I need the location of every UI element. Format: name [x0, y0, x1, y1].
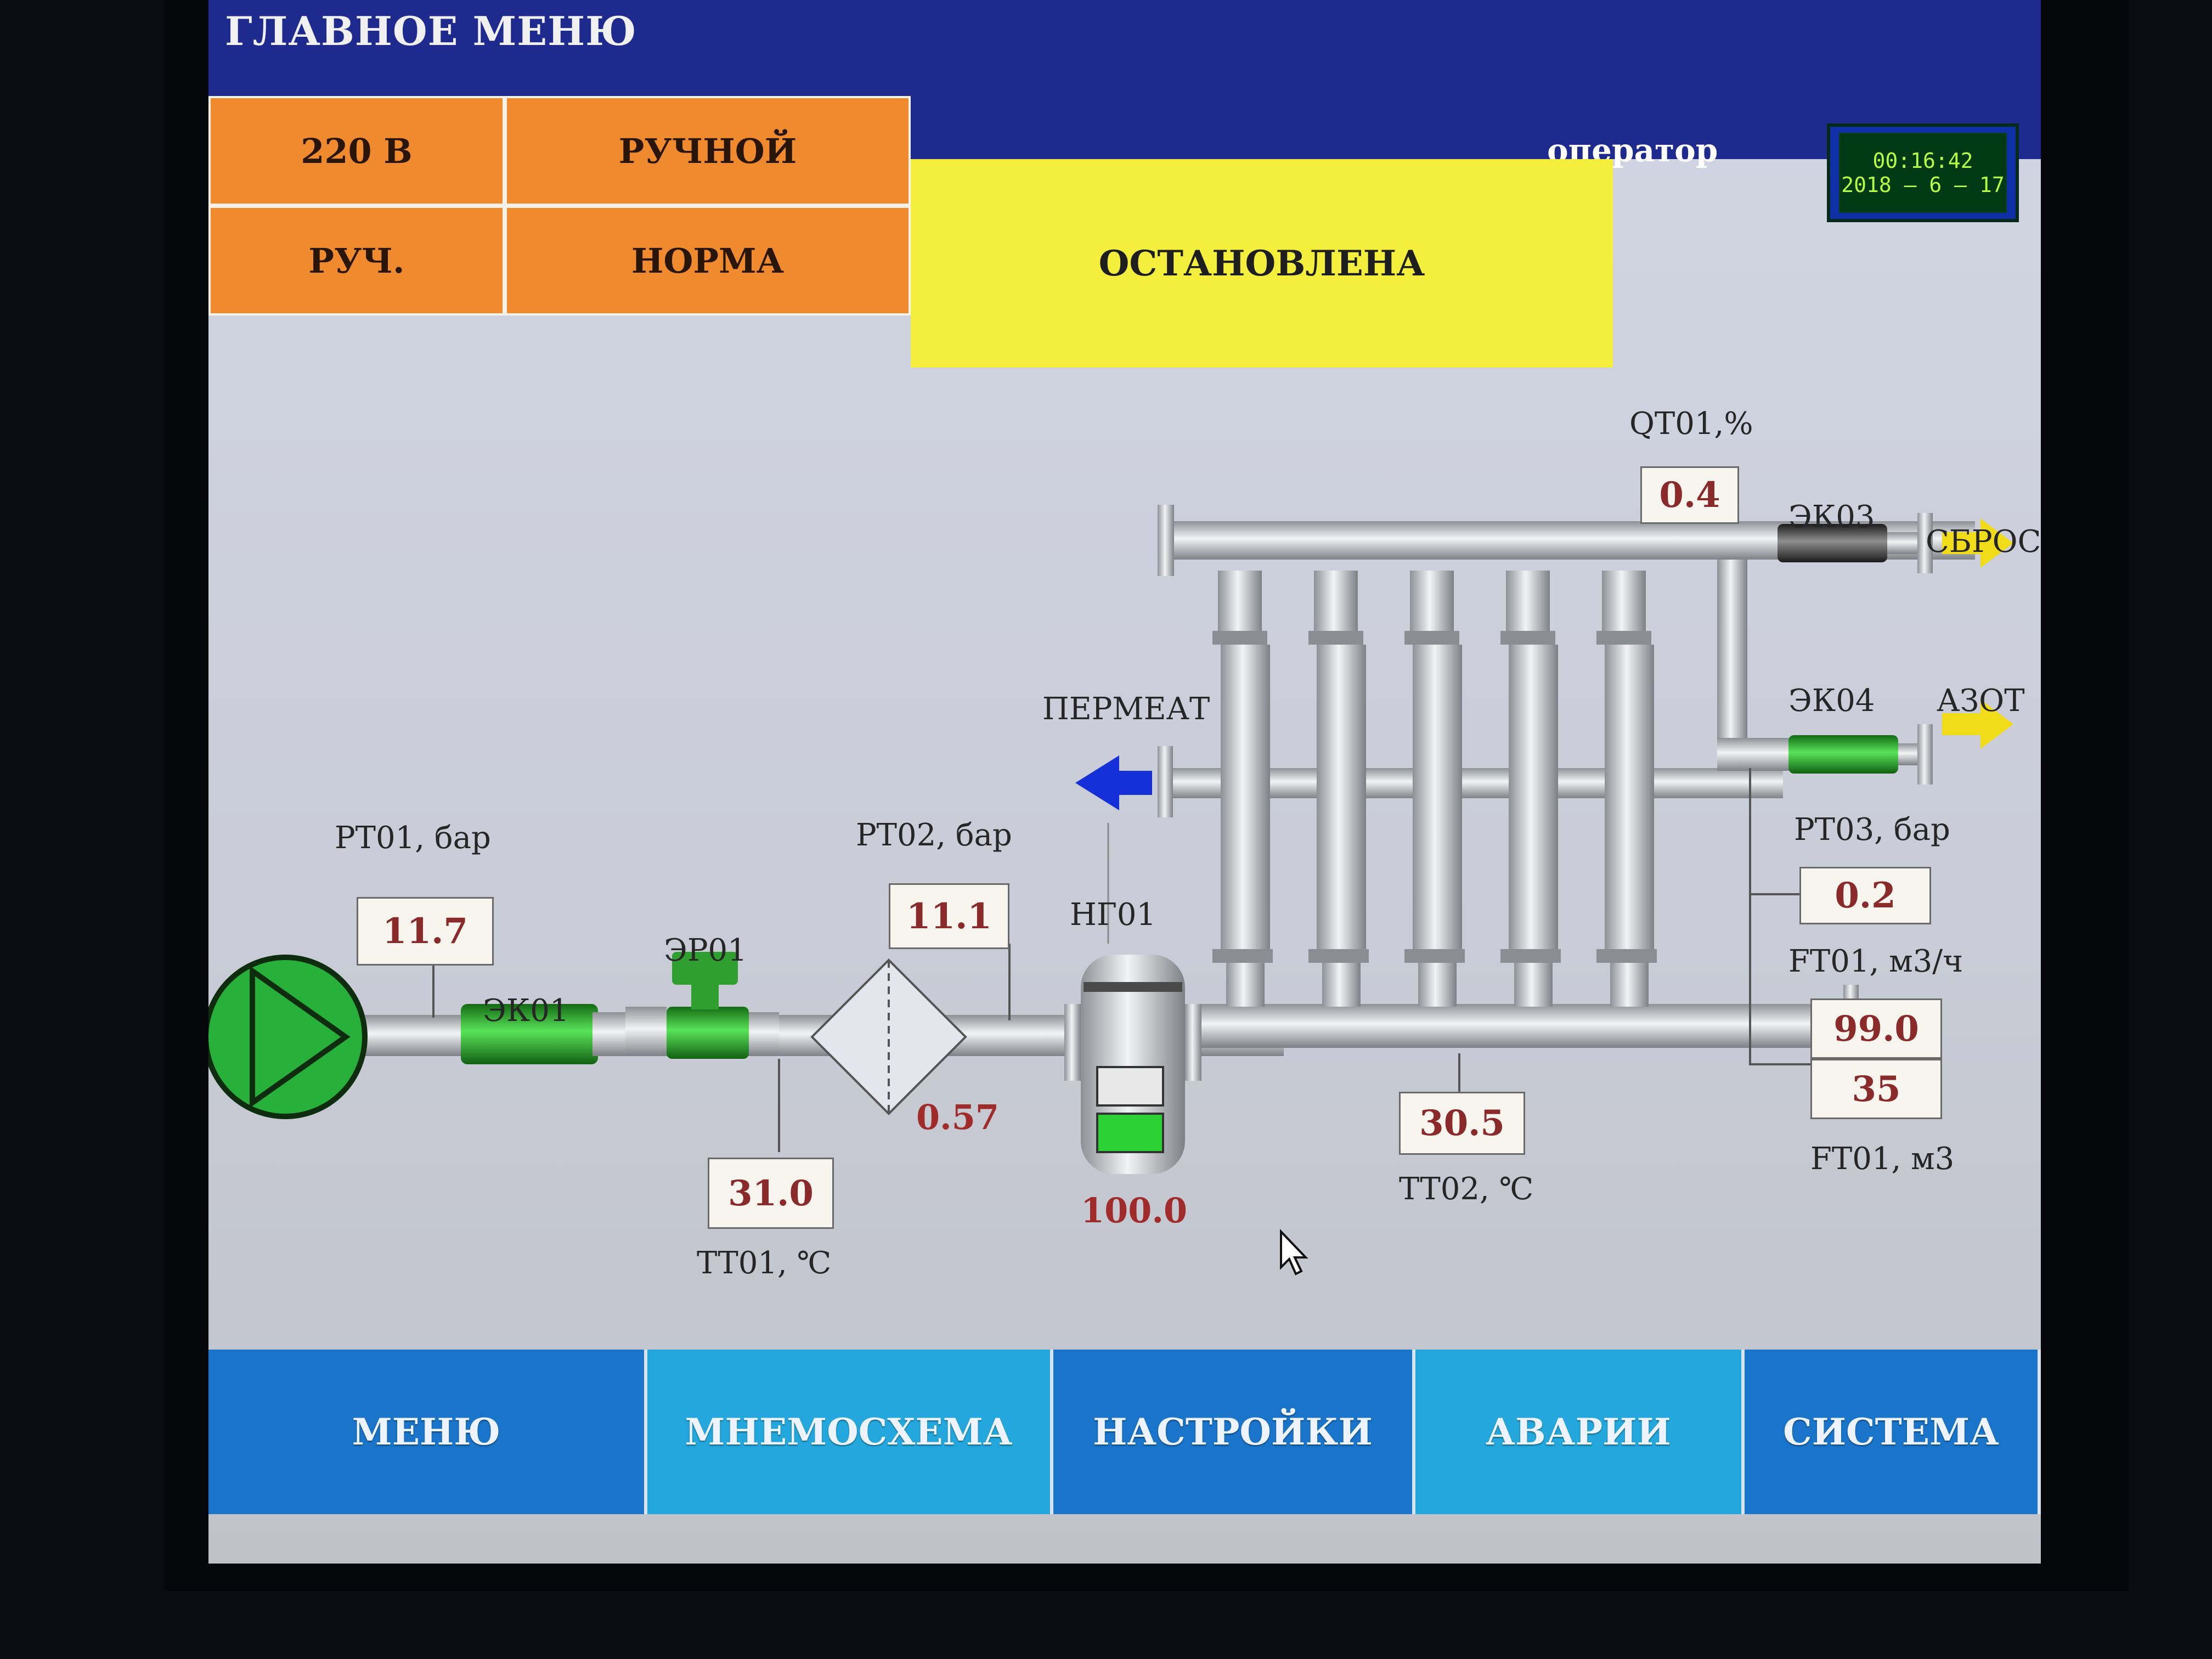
ft01-total-label: FT01, м3: [1810, 1141, 1955, 1177]
scheme-button[interactable]: МНЕМОСХЕМА: [647, 1350, 1053, 1514]
clock-display: 00:16:42 2018 – 6 – 17: [1839, 133, 2007, 213]
window-title: ГЛАВНОЕ МЕНЮ: [225, 8, 637, 54]
ft01-rate-value: 99.0: [1810, 998, 1942, 1059]
pt03-label: PT03, бар: [1794, 812, 1950, 848]
membrane-module: [1308, 571, 1369, 1007]
discharge-arrow-icon: [1942, 518, 2013, 568]
ng01-value: 100.0: [1081, 1190, 1188, 1231]
alarms-button[interactable]: АВАРИИ: [1415, 1350, 1745, 1514]
ek03-label: ЭК03: [1788, 499, 1875, 535]
ft01-total-value: 35: [1810, 1059, 1942, 1119]
condition-status: НОРМА: [505, 206, 911, 315]
ek04-label: ЭК04: [1788, 683, 1875, 719]
clock-time: 00:16:42: [1872, 149, 1973, 173]
system-state: ОСТАНОВЛЕНА: [911, 159, 1613, 368]
discharge-label: СБРОС: [1926, 524, 2041, 560]
pt02-value: 11.1: [889, 883, 1009, 949]
nitrogen-arrow-icon: [1942, 699, 2013, 749]
clock-date: 2018 – 6 – 17: [1841, 173, 2005, 197]
pump-icon[interactable]: [208, 955, 368, 1119]
clock-panel: 00:16:42 2018 – 6 – 17: [1827, 123, 2019, 222]
permeate-arrow-icon: [1075, 755, 1152, 810]
membrane-module: [1212, 571, 1273, 1007]
er01-regulator[interactable]: [625, 952, 779, 1059]
feed-manifold: [1196, 1004, 1843, 1048]
tt02-label: TT02, ℃: [1399, 1171, 1534, 1207]
membrane-module: [1500, 571, 1561, 1007]
title-bar: ГЛАВНОЕ МЕНЮ: [208, 0, 2041, 96]
pt01-label: PT01, бар: [335, 820, 491, 856]
membrane-modules: [1212, 571, 1657, 1007]
system-button[interactable]: СИСТЕМА: [1745, 1350, 2041, 1514]
hmi-screen: ГЛАВНОЕ МЕНЮ оператор 00:16:42 2018 – 6 …: [208, 0, 2041, 1564]
ft01-line: [1749, 768, 1810, 1065]
qt01-label: QT01,%: [1629, 406, 1753, 442]
mode-status[interactable]: РУЧНОЙ: [505, 96, 911, 206]
tt02-value: 30.5: [1399, 1092, 1525, 1155]
qt01-value: 0.4: [1640, 466, 1739, 524]
pt03-value: 0.2: [1799, 867, 1931, 924]
ek01-label: ЭК01: [483, 993, 569, 1029]
permeate-label: ПЕРМЕАТ: [1042, 691, 1210, 727]
ng01-label: НГ01: [1070, 897, 1156, 933]
mouse-cursor-icon: [1280, 1229, 1308, 1276]
ek03-valve[interactable]: [1778, 513, 1933, 573]
control-status[interactable]: РУЧ.: [208, 206, 505, 315]
tt01-label: TT01, ℃: [697, 1245, 832, 1281]
ng01-vessel[interactable]: [1064, 955, 1201, 1174]
voltage-status: 220 В: [208, 96, 505, 206]
nitrogen-branch: [1717, 560, 1747, 757]
ft01-rate-label: FT01, м3/ч: [1788, 944, 1963, 979]
er01-label: ЭР01: [664, 933, 747, 968]
dp-value: 0.57: [916, 1097, 1000, 1137]
menu-button[interactable]: МЕНЮ: [208, 1350, 647, 1514]
permeate-pipe: [1169, 768, 1783, 798]
ek01-valve[interactable]: [461, 1004, 625, 1064]
process-diagram: [208, 505, 2013, 1174]
permeate-flange: [1158, 746, 1173, 817]
membrane-module: [1404, 571, 1465, 1007]
tt01-value: 31.0: [708, 1158, 834, 1229]
nitrogen-label: АЗОТ: [1937, 683, 2025, 719]
settings-button[interactable]: НАСТРОЙКИ: [1053, 1350, 1415, 1514]
membrane-module: [1596, 571, 1657, 1007]
filter-icon: [810, 958, 967, 1115]
pt01-value: 11.7: [357, 897, 494, 966]
header-flange: [1158, 505, 1174, 576]
pt02-label: PT02, бар: [856, 817, 1012, 853]
ek04-valve[interactable]: [1788, 724, 1933, 785]
